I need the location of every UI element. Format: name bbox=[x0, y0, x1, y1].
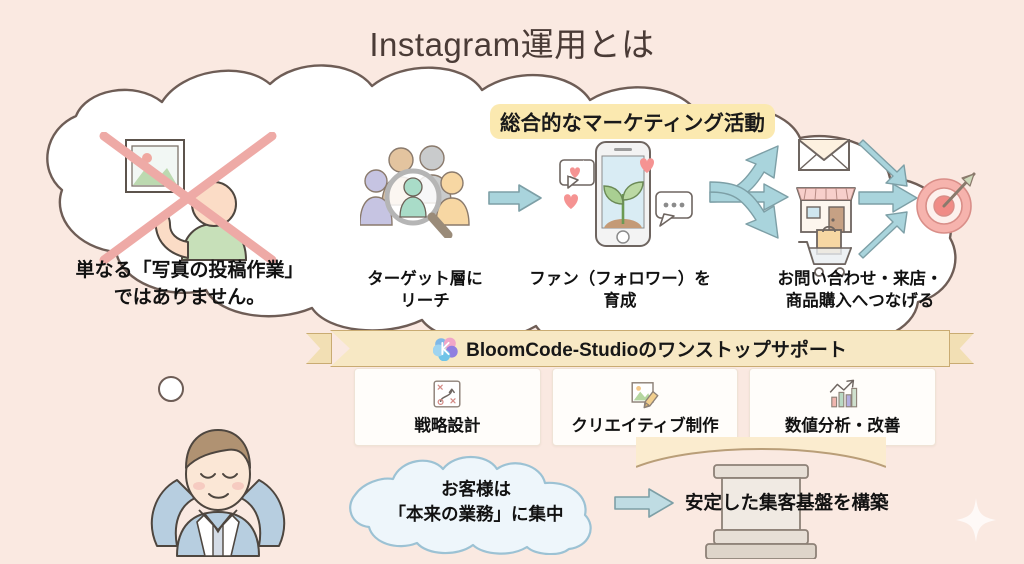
customer-focus-cloud bbox=[345, 455, 607, 556]
caption-reach-line-2: リーチ bbox=[400, 292, 450, 311]
caption-fans-line-1: ファン（フォロワー）を bbox=[529, 270, 711, 288]
caption-fans-line-2: 育成 bbox=[603, 292, 637, 311]
customer-focus-line-1: お客様は bbox=[441, 479, 511, 499]
support-banner: BloomCode-Studioのワンストップサポート bbox=[306, 330, 974, 367]
storefront-icon bbox=[793, 180, 859, 234]
flow-arrow-1-icon bbox=[487, 183, 543, 213]
customer-focus-text: お客様は 「本来の業務」に集中 bbox=[352, 477, 600, 526]
right-arrow-icon bbox=[613, 487, 675, 519]
result-text: 安定した集客基盤を構築 bbox=[685, 492, 889, 513]
service-card-analytics[interactable]: 数値分析・改善 bbox=[749, 368, 937, 446]
service-card-creative[interactable]: クリエイティブ制作 bbox=[551, 368, 739, 446]
page-title: Instagram運用とは bbox=[369, 26, 655, 63]
service-card-analytics-label: 数値分析・改善 bbox=[784, 417, 901, 435]
marketing-subtitle: 総合的なマーケティング活動 bbox=[490, 104, 775, 139]
caption-reach-line-1: ターゲット層に bbox=[367, 270, 483, 288]
step-caption-fans: ファン（フォロワー）を 育成 bbox=[520, 268, 720, 313]
target-bullseye-icon bbox=[912, 168, 980, 236]
converging-arrows-icon bbox=[857, 134, 927, 264]
service-card-strategy[interactable]: 戦略設計 bbox=[354, 368, 541, 446]
customer-focus-line-2: 「本来の業務」に集中 bbox=[388, 503, 564, 524]
step-caption-convert: お問い合わせ・来店・ 商品購入へつなげる bbox=[735, 268, 985, 313]
strategy-path-icon bbox=[433, 380, 461, 408]
bloomcode-flower-logo bbox=[433, 337, 458, 361]
audience-search-icon bbox=[359, 143, 475, 240]
caption-convert-line-2: 商品購入へつなげる bbox=[785, 292, 935, 311]
stone-pedestal-icon bbox=[635, 437, 887, 560]
shopping-cart-icon bbox=[795, 225, 857, 278]
step-caption-reach: ターゲット層に リーチ bbox=[345, 268, 505, 313]
thought-bubble-dot bbox=[158, 376, 184, 402]
support-banner-label: BloomCode-Studioのワンストップサポート bbox=[466, 340, 847, 361]
thought-message-line-2: ではありません。 bbox=[113, 286, 266, 308]
thought-message-line-1: 単なる「写真の投稿作業」 bbox=[75, 260, 304, 281]
caption-convert-line-1: お問い合わせ・来店・ bbox=[777, 270, 943, 288]
mail-icon bbox=[797, 130, 855, 174]
ribbon-tail-left bbox=[306, 333, 332, 364]
analytics-bar-chart-icon bbox=[829, 379, 857, 408]
service-card-list: 戦略設計 クリエイティブ制作 数値分析・改善 bbox=[354, 368, 937, 446]
thought-bubble-message: 単なる「写真の投稿作業」 ではありません。 bbox=[42, 258, 337, 312]
ribbon-tail-right bbox=[948, 333, 974, 364]
creative-image-pencil-icon bbox=[631, 382, 659, 409]
no-photo-posting-icon bbox=[96, 131, 281, 267]
service-card-creative-label: クリエイティブ制作 bbox=[571, 417, 719, 435]
relaxed-businessman-icon bbox=[143, 418, 293, 559]
fan-out-arrows-icon bbox=[706, 140, 794, 255]
service-card-strategy-label: 戦略設計 bbox=[414, 417, 481, 435]
smartphone-growth-icon bbox=[556, 136, 696, 256]
four-point-sparkle-icon bbox=[956, 498, 996, 542]
